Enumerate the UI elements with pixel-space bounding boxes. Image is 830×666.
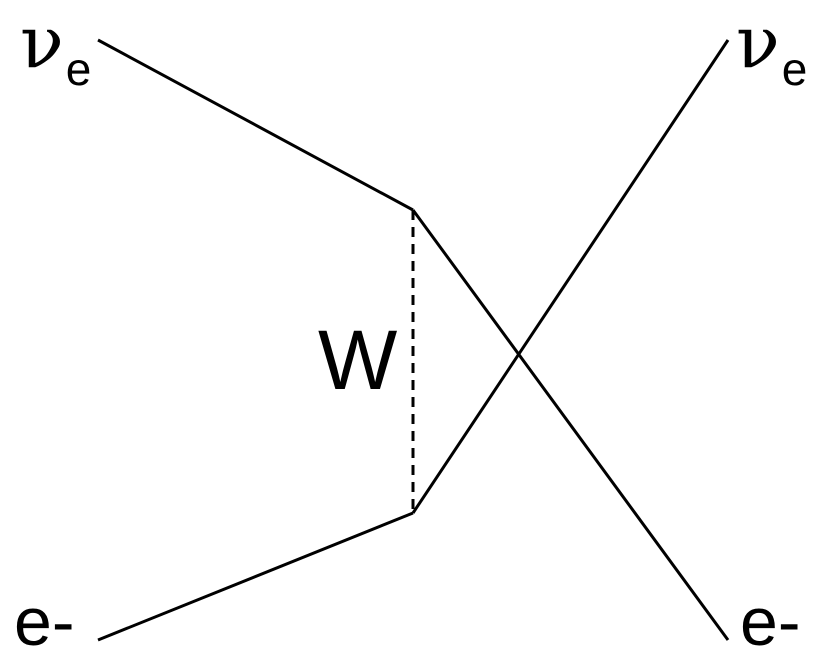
incoming-neutrino-line (97, 38, 414, 212)
outgoing-electron-line (411, 209, 730, 641)
neutrino-symbol: ν (20, 0, 64, 84)
incoming-electron-line (97, 511, 414, 642)
w-boson-label: W (318, 313, 398, 407)
incoming-neutrino-label: νe (20, 6, 91, 92)
neutrino-subscript: e (781, 43, 808, 95)
incoming-electron-label: e- (14, 584, 75, 660)
neutrino-subscript: e (65, 43, 92, 95)
neutrino-symbol: ν (736, 0, 780, 84)
outgoing-neutrino-label: νe (736, 6, 807, 92)
outgoing-electron-label: e- (740, 584, 801, 660)
outgoing-neutrino-line (411, 39, 730, 514)
